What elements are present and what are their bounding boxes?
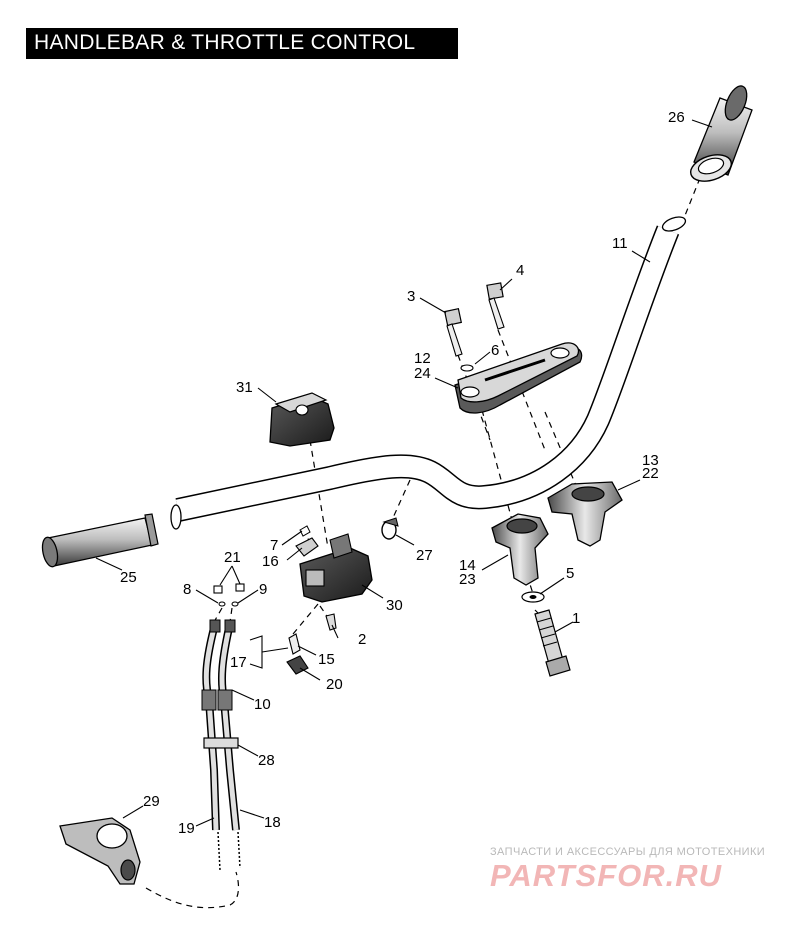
callout-3: 3 [407, 288, 415, 305]
callout-11: 11 [612, 235, 628, 252]
throttle-housing [299, 533, 373, 603]
callout-4: 4 [516, 262, 524, 279]
cable-bracket [59, 817, 141, 885]
risers [491, 481, 623, 586]
leader-lines [95, 119, 713, 827]
callout-28: 28 [258, 752, 275, 769]
callout-10: 10 [254, 696, 271, 713]
left-grip [41, 513, 159, 568]
callout-13: 13 [642, 452, 659, 469]
callout-15: 15 [318, 651, 335, 668]
callout-26: 26 [668, 109, 685, 126]
callout-19: 19 [178, 820, 195, 837]
callout-31: 31 [236, 379, 253, 396]
top-clamp [454, 342, 583, 414]
callout-25: 25 [120, 569, 137, 586]
small-parts [286, 517, 399, 675]
callout-14: 14 [459, 557, 476, 574]
callout-20: 20 [326, 676, 343, 693]
callout-12: 12 [414, 350, 431, 367]
watermark-tagline: ЗАПЧАСТИ И АКСЕССУАРЫ ДЛЯ МОТОТЕХНИКИ [490, 846, 766, 858]
callout-2: 2 [358, 631, 366, 648]
callout-22: 22 [642, 465, 659, 482]
switch-housing-upper [269, 392, 335, 447]
callout-29: 29 [143, 793, 160, 810]
callout-9: 9 [259, 581, 267, 598]
callout-1: 1 [572, 610, 580, 627]
riser-bolt [521, 591, 571, 677]
throttle-cables [201, 619, 241, 871]
callout-24: 24 [414, 365, 431, 382]
callout-6: 6 [491, 342, 499, 359]
callout-23: 23 [459, 571, 476, 588]
callout-8: 8 [183, 581, 191, 598]
callout-7: 7 [270, 537, 278, 554]
callout-30: 30 [386, 597, 403, 614]
callout-27: 27 [416, 547, 433, 564]
handlebar [170, 216, 687, 530]
callout-16: 16 [262, 553, 279, 570]
watermark-brand: PARTSFOR.RU [490, 858, 723, 893]
diagram-title: HANDLEBAR & THROTTLE CONTROL [34, 31, 416, 54]
right-grip [689, 85, 753, 182]
callout-5: 5 [566, 565, 574, 582]
callout-21: 21 [224, 549, 241, 566]
cable-clips [213, 583, 245, 607]
callouts: 1 2 3 4 5 6 7 8 9 10 11 12 13 14 15 16 1… [120, 109, 685, 837]
clamp-bolts [443, 282, 505, 372]
title-bar: HANDLEBAR & THROTTLE CONTROL [26, 28, 458, 59]
callout-18: 18 [264, 814, 281, 831]
callout-17: 17 [230, 654, 247, 671]
